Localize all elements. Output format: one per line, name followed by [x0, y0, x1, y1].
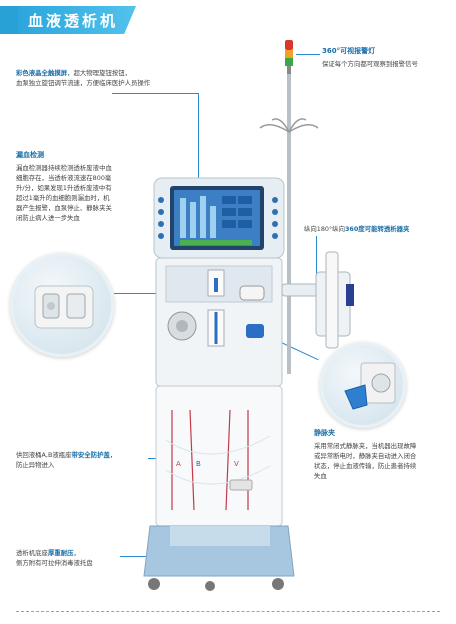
- blood-detect-line: 升/分，如果发现1升透析废液中有: [16, 184, 112, 192]
- screen-leader-line: [112, 93, 198, 94]
- blood-detect-line: 器产生报警，血泵停止、静脉夹关: [16, 204, 112, 212]
- ab-bucket-line2: 防止异物进入: [16, 461, 55, 469]
- blood-detect-line: 细胞存在，当透析液流速在800毫: [16, 174, 112, 182]
- screen-leader-vertical: [198, 93, 199, 188]
- ab-bucket-highlight: 带安全防护盖: [71, 451, 110, 459]
- vein-clamp-annotation: 静脉夹 采用常闭式静脉夹，当机器出现故障 或异常断电时，静脉夹自动进入闭合 状态…: [314, 428, 454, 481]
- page-title: 血液透析机: [18, 6, 137, 34]
- title-stripe: [0, 6, 18, 34]
- bag-label-a: A: [176, 460, 181, 468]
- bottom-divider: [16, 611, 440, 612]
- vein-clamp-line: 或异常断电时，静脉夹自动进入闭合: [314, 452, 417, 460]
- base-line2: 侧方附有可拉伸消毒液托盘: [16, 559, 93, 567]
- rotate-highlight: 360度可能转透析器夹: [344, 225, 410, 233]
- blood-detector-detail-image: [10, 253, 114, 357]
- alarm-light-heading: 360°可视报警灯: [322, 47, 376, 55]
- ab-bucket-prefix: 供回液桶A,B液瓶座: [16, 451, 72, 459]
- alarm-leader-line: [296, 54, 320, 55]
- rotate-annotation: 纵向180°纵向360度可能转透析器夹: [304, 224, 454, 234]
- vein-clamp-line: 采用常闭式静脉夹，当机器出现故障: [314, 442, 417, 450]
- bag-label-v: V: [234, 460, 239, 468]
- iv-pole: [287, 74, 291, 374]
- dialyzer: [325, 251, 339, 349]
- screen-annotation-body: ，超大物理旋钮按钮，: [67, 69, 132, 77]
- ab-bucket-suffix: ，: [109, 451, 117, 459]
- vein-clamp-line: 失血: [314, 472, 327, 480]
- blood-detect-line: 漏血检测器持续检测透析废液中血: [16, 164, 112, 172]
- alarm-light-annotation: 360°可视报警灯 保证每个方向都可观察到报警信号: [322, 46, 452, 69]
- ab-bucket-annotation: 供回液桶A,B液瓶座带安全防护盖， 防止异物进入: [16, 450, 166, 470]
- blood-detect-line: 闭防止病人进一步失血: [16, 214, 80, 222]
- base-leader-line: [120, 556, 162, 557]
- vein-clamp-illustration: [344, 362, 396, 410]
- rotate-leader-line: [316, 236, 317, 278]
- base-highlight: 厚重耐压: [47, 549, 74, 557]
- blood-detector-illustration: [34, 285, 94, 329]
- machine-lower-body: [155, 385, 283, 527]
- screen-annotation-heading: 彩色液晶全触摸屏: [16, 69, 68, 77]
- title-banner: 血液透析机: [0, 6, 137, 34]
- vein-clamp-detail-image: [320, 342, 406, 428]
- blood-detect-heading: 漏血检测: [16, 151, 44, 159]
- base-annotation: 透析机底座厚重耐压， 侧方附有可拉伸消毒液托盘: [16, 548, 166, 568]
- iv-hooks: [259, 118, 319, 133]
- bag-label-b: B: [196, 460, 201, 468]
- base-suffix: ，: [73, 549, 80, 557]
- vein-clamp-heading: 静脉夹: [314, 429, 335, 437]
- rotate-prefix: 纵向180°纵向: [304, 225, 345, 233]
- alarm-light-body: 保证每个方向都可观察到报警信号: [322, 60, 418, 68]
- screen-annotation-body2: 血泵独立旋钮调节流速，方便临床医护人员操作: [16, 79, 151, 87]
- screen-annotation: 彩色液晶全触摸屏，超大物理旋钮按钮， 血泵独立旋钮调节流速，方便临床医护人员操作: [16, 68, 206, 88]
- alarm-light-tower: [285, 40, 293, 74]
- casters: [148, 578, 284, 591]
- dialysis-machine-illustration: A B V: [143, 40, 354, 591]
- vein-clamp-line: 状态，停止血液传输，防止患者持续: [314, 462, 417, 470]
- base-prefix: 透析机底座: [16, 549, 48, 557]
- blood-detect-annotation: 漏血检测 漏血检测器持续检测透析废液中血 细胞存在，当透析液流速在800毫 升/…: [16, 150, 166, 223]
- blood-detect-line: 超过1毫升的血细胞则漏血时，机: [16, 194, 110, 202]
